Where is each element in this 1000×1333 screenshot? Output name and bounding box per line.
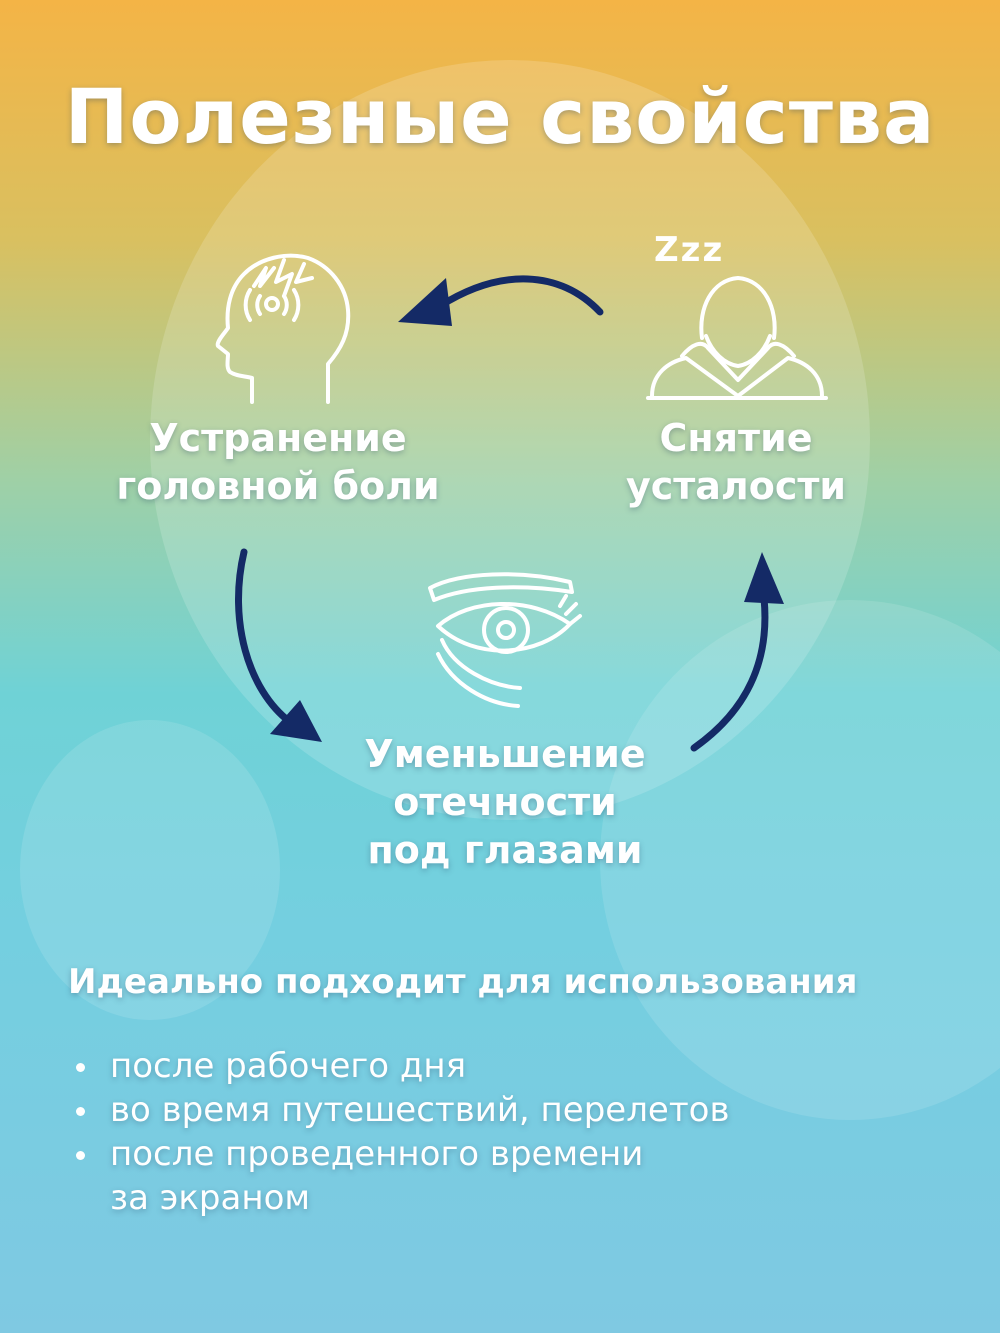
page-title: Полезные свойства (64, 72, 936, 161)
benefit-headache-line1: Устранение (149, 416, 407, 460)
background-photo-head (150, 60, 870, 820)
headache-head-icon (215, 253, 351, 404)
arrow-head-2 (270, 700, 322, 742)
list-item: после рабочего дня (68, 1044, 948, 1088)
arrow-head-1 (398, 278, 452, 326)
list-item-text: после рабочего дня (110, 1046, 467, 1086)
sleeping-person-icon (646, 276, 828, 400)
arrow-headache-to-eye (235, 548, 294, 726)
sleep-zzz-label: Zzz (654, 230, 725, 270)
list-item-text: после проведенного времени (110, 1134, 644, 1174)
usage-heading: Идеально подходит для использования (68, 962, 858, 1002)
arrow-eye-to-fatigue (690, 594, 769, 752)
benefit-puffiness-line2: отечности (393, 780, 617, 824)
benefit-headache-line2: головной боли (116, 464, 440, 508)
list-item-text-continued: за экраном (110, 1178, 311, 1218)
benefit-headache: Устранение головной боли (88, 414, 468, 510)
list-item: во время путешествий, перелетов (68, 1088, 948, 1132)
benefit-puffiness: Уменьшение отечности под глазами (310, 730, 700, 874)
benefit-puffiness-line1: Уменьшение (364, 732, 646, 776)
benefit-fatigue-line2: усталости (625, 464, 847, 508)
arrow-head-3 (744, 552, 784, 604)
background-photo-shoulder (600, 600, 1000, 1120)
benefit-fatigue-line1: Снятие (659, 416, 813, 460)
list-item-text: во время путешествий, перелетов (110, 1090, 730, 1130)
benefit-puffiness-line3: под глазами (367, 828, 643, 872)
arrow-fatigue-to-headache (436, 275, 604, 316)
eye-icon (428, 572, 582, 708)
background-photo-hand (20, 720, 280, 1020)
usage-list: после рабочего дня во время путешествий,… (68, 1044, 948, 1220)
cycle-arrows (235, 275, 784, 752)
benefit-fatigue: Снятие усталости (566, 414, 906, 510)
list-item: после проведенного времени за экраном (68, 1132, 948, 1220)
